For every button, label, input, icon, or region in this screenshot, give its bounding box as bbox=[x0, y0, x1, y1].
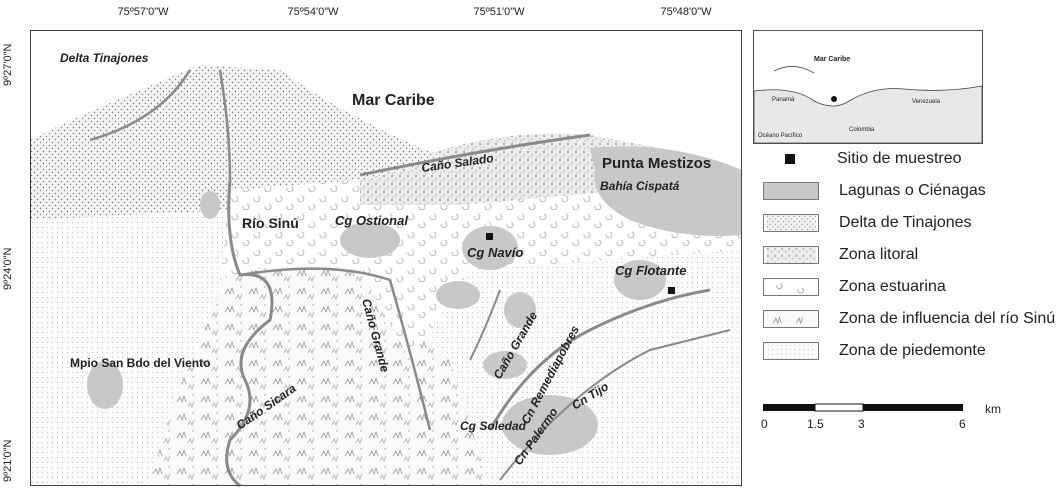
map-label-cg-flotante: Cg Flotante bbox=[615, 263, 687, 278]
sampling-site-marker bbox=[486, 233, 493, 240]
scale-bar: km 0 1.5 3 6 bbox=[761, 402, 1001, 431]
map-label-bahia-cispata: Bahía Cispatá bbox=[600, 179, 680, 193]
longitude-label: 75º57'0"W bbox=[117, 6, 169, 18]
study-area-map: Delta Tinajones Mar Caribe Punta Mestizo… bbox=[30, 30, 742, 488]
legend-item: Delta de Tinajones bbox=[763, 212, 972, 234]
map-label-punta-mestizos: Punta Mestizos bbox=[602, 155, 711, 172]
sinu-influence-swatch bbox=[763, 310, 819, 328]
delta-swatch bbox=[763, 214, 819, 232]
legend-label: Zona litoral bbox=[839, 246, 919, 263]
latitude-label: 9º27'0"N bbox=[2, 43, 14, 86]
legend-label: Zona estuarina bbox=[839, 278, 946, 295]
scale-tick: 6 bbox=[959, 417, 966, 431]
map-label-cg-ostional: Cg Ostional bbox=[335, 213, 408, 228]
inset-label-mar-caribe: Mar Caribe bbox=[814, 56, 850, 63]
scale-unit: km bbox=[985, 402, 1001, 416]
inset-label-venezuela: Venezuela bbox=[912, 99, 941, 105]
piedmont-swatch bbox=[763, 342, 819, 360]
inset-label-panama: Panamá bbox=[772, 97, 795, 103]
location-inset-map: Mar Caribe Panamá Venezuela Océano Pacíf… bbox=[753, 30, 983, 144]
inset-label-colombia: Colombia bbox=[849, 127, 875, 133]
legend-item: Zona estuarina bbox=[763, 276, 946, 298]
sampling-site-marker bbox=[668, 287, 675, 294]
legend-label: Zona de influencia del río Sinú bbox=[839, 310, 1056, 327]
estuarine-swatch bbox=[763, 278, 819, 296]
sampling-site-icon bbox=[785, 154, 795, 164]
latitude-label: 9º21'0"N bbox=[2, 439, 14, 482]
map-label-cg-navio: Cg Navío bbox=[467, 245, 523, 260]
longitude-label: 75º54'0"W bbox=[287, 6, 339, 18]
scale-tick: 3 bbox=[858, 417, 865, 431]
legend-item: Zona de influencia del río Sinú bbox=[763, 308, 1055, 330]
map-label-mpio-san-bdo: Mpio San Bdo del Viento bbox=[70, 356, 210, 370]
littoral-swatch bbox=[763, 246, 819, 264]
study-location-marker bbox=[831, 96, 837, 102]
legend-item: Zona litoral bbox=[763, 244, 918, 266]
legend-label: Lagunas o Ciénagas bbox=[839, 182, 986, 199]
legend-label: Delta de Tinajones bbox=[839, 214, 972, 231]
legend-label: Sitio de muestreo bbox=[837, 150, 962, 167]
legend-item: Lagunas o Ciénagas bbox=[763, 180, 986, 202]
lagoon-swatch bbox=[763, 182, 819, 200]
scale-tick: 1.5 bbox=[807, 417, 824, 431]
map-label-cg-soledad: Cg Soledad bbox=[460, 419, 527, 433]
scale-tick: 0 bbox=[761, 417, 768, 431]
latitude-label: 9º24'0"N bbox=[2, 247, 14, 290]
longitude-label: 75º48'0"W bbox=[660, 6, 712, 18]
longitude-label: 75º51'0"W bbox=[473, 6, 525, 18]
map-label-rio-sinu: Río Sinú bbox=[242, 215, 299, 231]
legend-label: Zona de piedemonte bbox=[839, 342, 986, 359]
legend-item: Sitio de muestreo bbox=[763, 148, 962, 170]
map-label-mar-caribe: Mar Caribe bbox=[352, 92, 435, 109]
map-label-delta-tinajones: Delta Tinajones bbox=[60, 51, 149, 65]
inset-label-oceano-pacifico: Océano Pacífico bbox=[758, 133, 803, 139]
legend-item: Zona de piedemonte bbox=[763, 340, 986, 362]
